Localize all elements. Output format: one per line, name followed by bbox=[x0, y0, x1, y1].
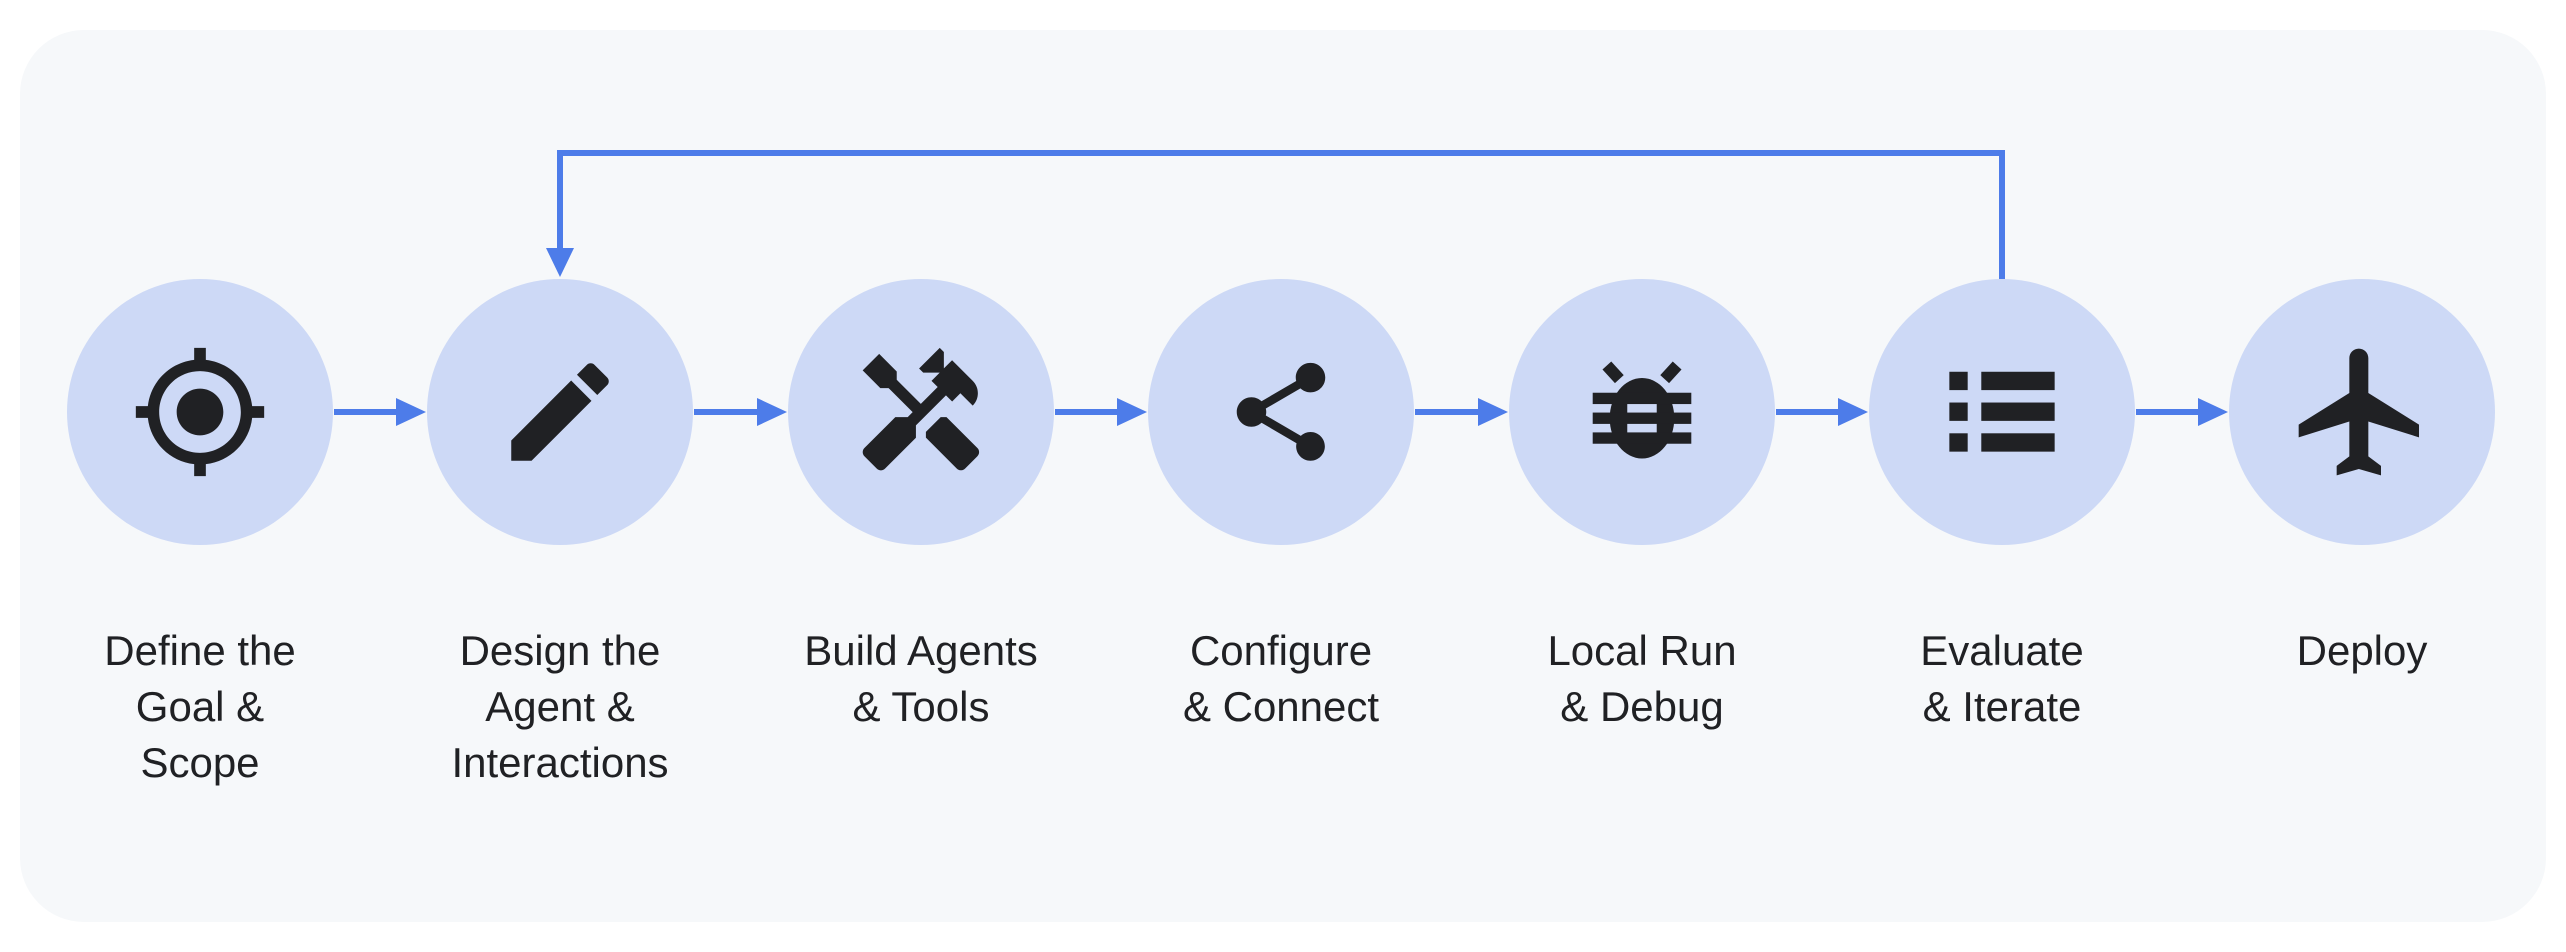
hammer-wrench-icon bbox=[862, 347, 980, 471]
stage-label: Define the Goal & Scope bbox=[104, 627, 296, 786]
stage-node-design-agent: Design the Agent & Interactions bbox=[370, 279, 750, 791]
stage-circle bbox=[788, 279, 1054, 545]
stage-circle bbox=[1148, 279, 1414, 545]
stage-circle bbox=[2229, 279, 2495, 545]
stage-node-configure-connect: Configure & Connect bbox=[1091, 279, 1471, 735]
stage-node-local-run-debug: Local Run & Debug bbox=[1452, 279, 1832, 735]
share-icon bbox=[1236, 362, 1326, 461]
list-icon bbox=[1949, 371, 2055, 452]
stage-label: Build Agents & Tools bbox=[804, 627, 1038, 730]
pencil-icon bbox=[511, 363, 609, 461]
stage-node-define-goal: Define the Goal & Scope bbox=[10, 279, 390, 791]
stage-label: Configure & Connect bbox=[1182, 627, 1380, 730]
stage-label: Evaluate & Iterate bbox=[1920, 627, 2084, 730]
airplane-icon bbox=[2298, 348, 2419, 476]
stage-circle bbox=[427, 279, 693, 545]
stage-circle bbox=[67, 279, 333, 545]
stage-node-build-agents: Build Agents & Tools bbox=[731, 279, 1111, 735]
stage-label: Local Run & Debug bbox=[1547, 627, 1737, 730]
target-icon bbox=[135, 347, 265, 477]
stage-label: Deploy bbox=[2296, 627, 2428, 674]
stage-circle bbox=[1869, 279, 2135, 545]
stage-label: Design the Agent & Interactions bbox=[451, 627, 669, 786]
stage-node-evaluate-iterate: Evaluate & Iterate bbox=[1812, 279, 2192, 735]
bug-icon bbox=[1592, 361, 1692, 459]
stage-node-deploy: Deploy bbox=[2172, 279, 2552, 679]
stage-circle bbox=[1509, 279, 1775, 545]
